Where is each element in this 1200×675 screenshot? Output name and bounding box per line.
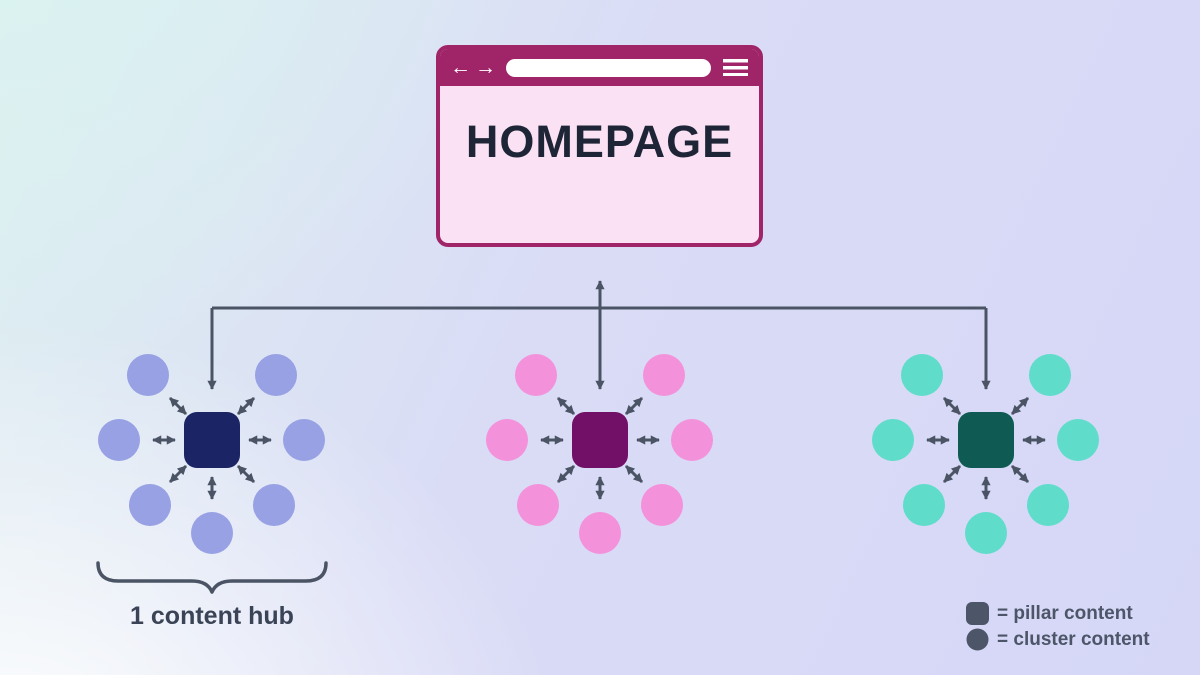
- url-bar[interactable]: [506, 58, 711, 77]
- browser-chrome-bar: ← →: [440, 49, 759, 86]
- cluster-circle: [903, 484, 945, 526]
- double-arrow: [1010, 396, 1030, 416]
- cluster-circle: [255, 354, 297, 396]
- cluster-circle: [643, 354, 685, 396]
- browser-window: ← → HOMEPAGE: [436, 45, 763, 247]
- pillar-square: [572, 412, 628, 468]
- double-arrow: [168, 396, 188, 416]
- cluster-circle: [517, 484, 559, 526]
- double-arrow: [624, 464, 644, 484]
- cluster-circle: [283, 419, 325, 461]
- cluster-circle-icon: [966, 628, 989, 651]
- brace: [96, 561, 328, 594]
- cluster-circle: [1027, 484, 1069, 526]
- double-arrow: [236, 396, 256, 416]
- double-arrow: [168, 464, 188, 484]
- back-arrow-icon[interactable]: ←: [450, 56, 471, 79]
- cluster-circle: [129, 484, 171, 526]
- cluster-circle: [671, 419, 713, 461]
- cluster-circle: [515, 354, 557, 396]
- double-arrow: [1010, 464, 1030, 484]
- pillar-square: [958, 412, 1014, 468]
- cluster-circle: [965, 512, 1007, 554]
- cluster-circle: [98, 419, 140, 461]
- cluster-circle: [486, 419, 528, 461]
- legend-label: = pillar content: [997, 603, 1133, 624]
- cluster-circle: [127, 354, 169, 396]
- cluster-circle: [579, 512, 621, 554]
- cluster-circle: [1029, 354, 1071, 396]
- homepage-title: HOMEPAGE: [465, 116, 734, 167]
- content-hub-3: [872, 354, 1099, 554]
- legend-label: = cluster content: [997, 629, 1150, 650]
- hamburger-menu-icon[interactable]: [723, 59, 748, 76]
- double-arrow: [942, 396, 962, 416]
- double-arrow: [556, 464, 576, 484]
- pillar-square-icon: [966, 602, 989, 625]
- hub-1-arrows: [152, 396, 272, 500]
- forward-arrow-icon[interactable]: →: [475, 56, 496, 79]
- cluster-circle: [901, 354, 943, 396]
- content-hub-2: [486, 354, 713, 554]
- cluster-circle: [872, 419, 914, 461]
- double-arrow: [942, 464, 962, 484]
- double-arrow: [624, 396, 644, 416]
- double-arrow: [556, 396, 576, 416]
- legend: = pillar content = cluster content: [966, 602, 1150, 651]
- legend-row-cluster: = cluster content: [966, 628, 1150, 651]
- cluster-circle: [191, 512, 233, 554]
- hub-2-arrows: [540, 396, 660, 500]
- connector-lines: [207, 280, 991, 390]
- cluster-circle: [1057, 419, 1099, 461]
- hub-3-arrows: [926, 396, 1046, 500]
- pillar-square: [184, 412, 240, 468]
- cluster-circle: [641, 484, 683, 526]
- cluster-circle: [253, 484, 295, 526]
- double-arrow: [236, 464, 256, 484]
- hub-caption: 1 content hub: [130, 602, 294, 630]
- legend-row-pillar: = pillar content: [966, 602, 1150, 625]
- content-hub-1: [96, 354, 328, 594]
